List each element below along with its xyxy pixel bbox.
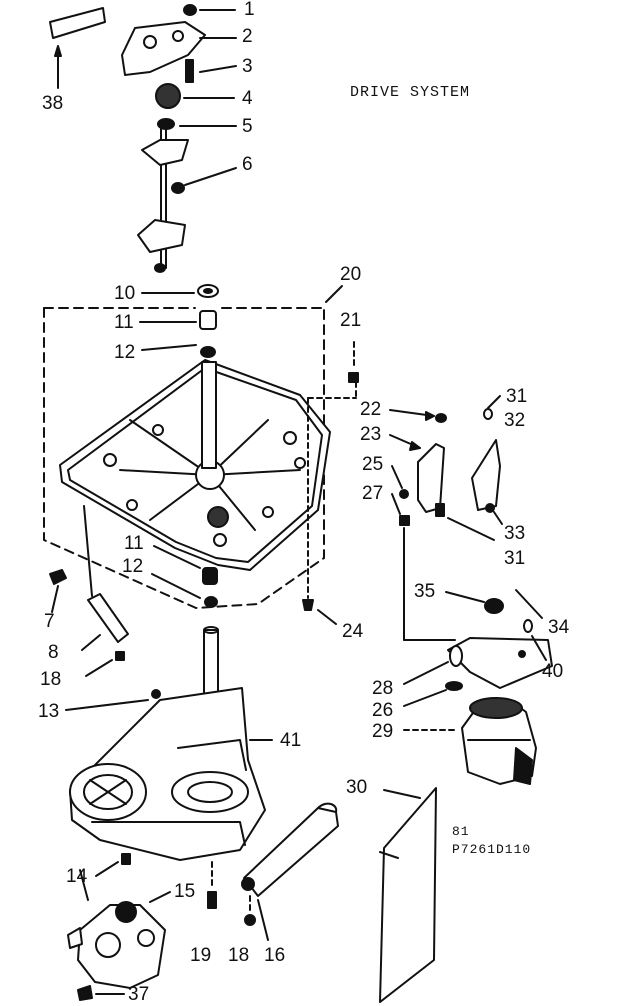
part-11-bearing-bottom [153,545,218,585]
diagram-title: DRIVE SYSTEM [350,84,471,101]
part-14-bolt [95,853,131,877]
callout-label: 3 [242,56,253,77]
part-2-bracket [121,21,237,76]
part-29-motor [403,697,537,785]
part-38-plate [49,7,106,89]
part-12-clip-bottom [151,573,218,608]
part-8-link [81,505,129,651]
part-18-nut-bottom [244,895,256,926]
callout-label: 1 [244,0,255,20]
callout-label: 38 [42,93,64,114]
callout-label: 23 [360,424,382,445]
part-40-bolt [523,619,547,661]
part-31-32-33-bracket [435,395,503,541]
part-28-mount-plate [403,637,553,689]
part-24-screw [302,397,337,625]
part-41-transmission [69,626,273,861]
part-10-washer [141,284,219,298]
part-22-nut [389,409,447,423]
callout-label: 31 [506,386,528,407]
drawing-code-line2: P7261D110 [452,842,532,857]
callout-label: 14 [66,866,88,887]
callout-label: 32 [504,410,526,431]
callout-label: 29 [372,721,394,742]
callout-label: 19 [190,945,212,966]
part-34-pin [515,589,543,619]
part-37-screw [77,985,125,1001]
part-23-bracket [389,434,445,513]
part-12-clip-top [141,344,216,358]
part-18-nut-left [85,651,125,677]
part-25-screw [391,465,409,499]
part-15-pump [67,869,171,989]
part-21-bolt [307,341,359,399]
callout-label: 5 [242,116,253,137]
part-27-nut [391,493,410,526]
part-19-screw [207,861,217,909]
part-6-screw [171,167,237,194]
callout-label: 6 [242,154,253,175]
part-30-cover [379,787,437,1003]
callout-label: 31 [504,548,526,569]
part-11-bearing-top [139,310,217,330]
callout-label: 20 [340,264,362,285]
callout-label: 16 [264,945,286,966]
callout-label: 30 [346,777,368,798]
callout-label: 26 [372,700,394,721]
part-13-washer [65,689,161,711]
callout-label: 21 [340,310,362,331]
part-3-pin [185,59,237,83]
part-5-shaft-arm [137,118,237,273]
part-7-bolt [49,569,67,613]
callout-label: 18 [40,669,62,690]
drawing-code-line1: 81 [452,824,470,839]
callout-label: 8 [48,642,59,663]
callout-label: 33 [504,523,526,544]
callout-label: 40 [542,661,564,682]
callout-label: 7 [44,611,55,632]
part-26-washer [403,681,463,707]
callout-label: 24 [342,621,364,642]
callout-label: 27 [362,483,384,504]
part-16-arm [241,802,339,941]
callout-label: 18 [228,945,250,966]
callout-label: 15 [174,881,196,902]
callout-label: 12 [122,556,144,577]
part-35-nut [445,591,504,614]
callout-label: 22 [360,399,382,420]
link-dashed [403,527,456,641]
callout-label: 11 [124,533,144,554]
part-4-ball [155,83,235,109]
callout-label: 28 [372,678,394,699]
part-20-base-plate [43,285,343,609]
callout-label: 25 [362,454,384,475]
callout-label: 12 [114,342,136,363]
callout-label: 2 [242,26,253,47]
callout-label: 11 [114,312,134,333]
part-1-nut [183,4,236,16]
callout-label: 10 [114,283,136,304]
callout-label: 4 [242,88,253,109]
callout-label: 37 [128,984,150,1005]
callout-label: 41 [280,730,302,751]
callout-label: 35 [414,581,436,602]
callout-label: 34 [548,617,570,638]
callout-label: 13 [38,701,60,722]
